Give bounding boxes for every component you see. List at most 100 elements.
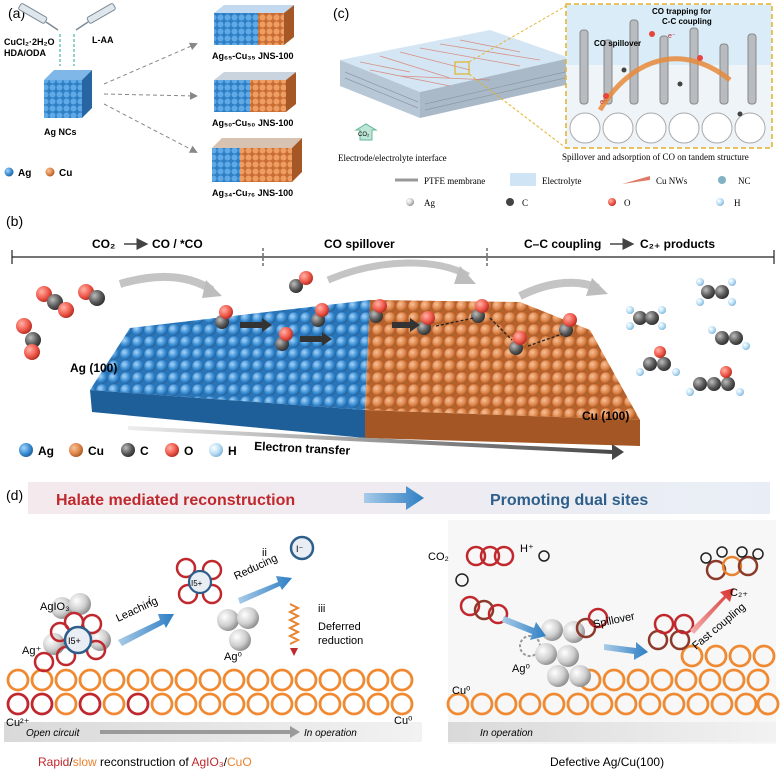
step-ii: ii	[262, 547, 267, 559]
cu0-left-label: Cu⁰	[394, 715, 413, 727]
panel-d: (d) Halate mediated reconstruction Promo…	[4, 482, 780, 769]
caption-slash-2: /	[224, 755, 228, 769]
ag-cu-slab	[90, 300, 640, 446]
right-title: Promoting dual sites	[490, 492, 648, 509]
deferred-2: reduction	[318, 635, 363, 647]
caption-slow: slow	[73, 755, 97, 769]
ag0-label: Ag⁰	[224, 651, 242, 663]
right-cu0-label: Cu⁰	[452, 685, 471, 697]
right-h-plus: H⁺	[520, 543, 534, 555]
product-cube-2	[214, 72, 296, 112]
stage1-from: CO₂	[92, 237, 115, 251]
panel-b-label: (b)	[6, 213, 23, 229]
spillover-arrows	[240, 318, 420, 346]
panel-c-label: (c)	[333, 5, 349, 21]
panel-c: (c) CO₂ Electrode/electrolyte interface	[333, 3, 773, 208]
legend-b-cu-dot	[69, 443, 83, 457]
electron-transfer-arrow	[128, 426, 624, 460]
zoom-box	[565, 3, 773, 149]
i5-plus-label-2: I5+	[191, 579, 203, 588]
legend-b-c: C	[140, 444, 149, 458]
reagent-right: L-AA	[92, 35, 114, 45]
left-scene: I5+ I5+ I⁻	[4, 535, 422, 742]
caption-agio3: AgIO₃	[191, 755, 223, 769]
caption-rapid: Rapid	[38, 755, 69, 769]
reagent-left-1: CuCl₂·2H₂O	[4, 37, 55, 47]
legend-b-ag: Ag	[38, 444, 54, 458]
caption-slash-1: /	[69, 755, 73, 769]
caption-right: Spillover and adsorption of CO on tandem…	[562, 152, 749, 162]
step-i: i	[148, 595, 150, 607]
caption-mid: reconstruction of	[97, 755, 192, 769]
reducing-label: Reducing	[232, 552, 279, 583]
legend-b-ag-dot	[19, 443, 33, 457]
seed-label: Ag NCs	[44, 127, 77, 137]
nc-swatch	[718, 176, 726, 184]
stage3-to: C₂₊ products	[640, 237, 715, 251]
zoom-electron-2: e⁻	[600, 99, 608, 106]
legend-cu: Cu	[59, 168, 72, 179]
caption-cuo: CuO	[227, 755, 252, 769]
co-adsorbed	[215, 299, 577, 355]
right-co2: CO₂	[428, 551, 449, 563]
legend-ag-c-dot	[406, 198, 414, 206]
stage2: CO spillover	[324, 237, 395, 251]
c2-products	[626, 278, 750, 396]
caption-left-d: Rapid/slow reconstruction of AgIO₃/CuO	[38, 755, 252, 769]
legend-o: O	[624, 198, 631, 208]
legend-ag-dot	[4, 167, 14, 177]
stage3-from: C–C coupling	[524, 237, 601, 251]
ag-plus-label: Ag⁺	[22, 645, 41, 657]
legend-cu-nws: Cu NWs	[656, 176, 688, 186]
legend-nc: NC	[738, 176, 751, 186]
right-scene	[446, 520, 780, 744]
open-circuit: Open circuit	[26, 728, 81, 739]
legend-h: H	[734, 198, 741, 208]
zoom-electron-1: e⁻	[668, 33, 676, 40]
legend-b-h-dot	[209, 443, 223, 457]
legend-ag: Ag	[18, 168, 31, 179]
caption-left: Electrode/electrolyte interface	[338, 153, 447, 163]
cu-100-label: Cu (100)	[582, 409, 629, 423]
product-label-3: Ag₃₄-Cu₇₆ JNS-100	[212, 188, 293, 198]
step-iii: iii	[318, 603, 325, 615]
legend-b-h: H	[228, 444, 237, 458]
panel-d-label: (d)	[6, 487, 23, 503]
agio3-label: AgIO₃	[40, 601, 70, 613]
reagent-left-2: HDA/ODA	[4, 48, 46, 58]
syringe-left-icon	[18, 3, 59, 31]
co-molecules-free	[16, 271, 313, 360]
product-cube-1	[214, 5, 294, 45]
legend-electrolyte: Electrolyte	[542, 176, 581, 186]
right-ag0-label: Ag⁰	[512, 663, 530, 675]
product-label-1: Ag₆₅-Cu₃₅ JNS-100	[212, 51, 294, 61]
title-arrow-icon	[364, 486, 424, 510]
leaching-label: Leaching	[114, 595, 160, 625]
legend-ag-c: Ag	[424, 198, 435, 208]
i5-plus-label: I5+	[68, 636, 81, 646]
legend-ptfe: PTFE membrane	[424, 176, 485, 186]
electrode-slab	[340, 30, 570, 118]
co2-tag: CO₂	[358, 132, 370, 138]
electron-transfer-label: Electron transfer	[254, 439, 351, 458]
iodide-label: I⁻	[296, 544, 304, 554]
legend-c-dot	[506, 198, 514, 206]
c2-plus-label: C₂₊	[730, 587, 748, 599]
caption-right-d: Defective Ag/Cu(100)	[550, 755, 664, 769]
syringe-right-icon	[75, 3, 116, 31]
legend-c: C	[522, 198, 528, 208]
legend-o-dot	[608, 198, 616, 206]
panel-b: (b) CO₂ CO / *CO CO spillover C–C coupli…	[6, 213, 775, 460]
deferred-1: Deferred	[318, 621, 361, 633]
product-label-2: Ag₅₀-Cu₅₀ JNS-100	[212, 118, 293, 128]
left-title: Halate mediated reconstruction	[56, 492, 295, 509]
zoom-spillover: CO spillover	[594, 39, 641, 48]
zoom-title-2: C-C coupling	[662, 17, 712, 26]
legend-cu-dot	[45, 167, 55, 177]
cu-nw-swatch	[622, 176, 650, 184]
ag-nc-cube	[44, 70, 92, 118]
in-operation-left: In operation	[304, 728, 357, 739]
product-cube-3	[212, 138, 302, 182]
cu2-plus-label: Cu²⁺	[6, 717, 30, 729]
